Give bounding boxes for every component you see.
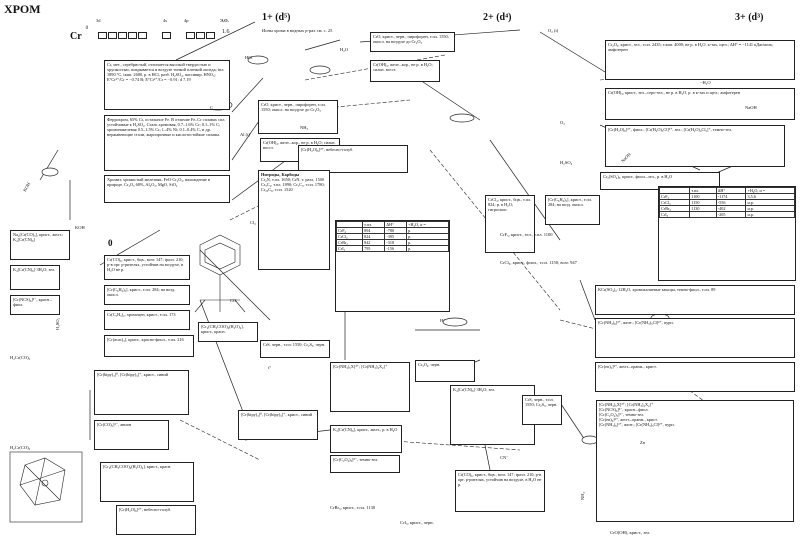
page-title: ХРОМ	[4, 2, 41, 16]
label-crbr3: CrBr₃, крист., т.пл. 1130	[330, 505, 376, 510]
block-cr-acetate: [Cr₂(CH₃COO)₄(H₂O)₂], крист., красн.	[100, 462, 194, 502]
block-cr-nh3-series: [Cr(NH₃)₅X]²⁺; [Cr(NH₃)₄X₂]⁺ [Cr(NCS)₆]³…	[596, 400, 794, 522]
rotated-label-2: H₂SO₄	[55, 317, 60, 330]
arrow-label-12: H₂SO₄	[560, 160, 573, 165]
block-crcl2: CrCl₂, крист., бцв., т.пл. 824; р. в H₂O…	[485, 195, 535, 253]
block-carbonyl: Cr(CO)₆, крист., бцв., возг. 147; tразл.…	[104, 255, 190, 280]
electronegativity-label: Э.О.	[220, 18, 229, 23]
arrow-label-10: C	[210, 105, 214, 110]
rotated-label-3: NH₃	[580, 491, 585, 500]
block-cr-bipy-2: [Cr(bipy)₃]⁰, [Cr(bipy)₃]⁺, крист., сини…	[238, 410, 318, 440]
element-superscript: 0	[85, 26, 89, 31]
block-halides: Нитриды, Карбиды Cr₂N, т.пл. 1650; CrN, …	[258, 170, 330, 270]
cr-nh3-x-text: [Cr(NH₃)₅X]²⁺; [Cr(NH₃)₄X₂]⁺	[599, 402, 654, 407]
arrow-label-1: O₂ (t)	[548, 28, 559, 33]
oxidation-header-3: 3+ (d³)	[735, 12, 764, 23]
block-cr-scn: [Cr(NCS)₆]³⁻, красн.–фиол.	[10, 295, 60, 315]
block-cr-ox: [Cr(C₂O₄)₃]³⁻, темно-зел.	[330, 455, 400, 473]
molecule-sketch	[194, 234, 246, 313]
block-cr-acac: [Cr(acac)₃], крист., красно-фиол., т.пл.…	[104, 335, 194, 357]
arrow-label-11: NaOH	[745, 105, 757, 110]
arrow-label-9: Al (t)	[240, 132, 250, 137]
block-cro-small: CrO, крист., черн., пирофорен, т.пл. 155…	[370, 32, 455, 52]
carbides-text: Cr₃C₂, т.пл. 1890; Cr₇C₃, т.пл. 1780; Cr…	[261, 182, 325, 193]
arrow-label-3: HCl	[245, 55, 253, 60]
electron-config: Cr 0	[70, 26, 216, 42]
label-4s: 4s	[163, 18, 168, 23]
block-cr-co6: Cr(CO)₆, крист., бцв., возг. 147; tразл.…	[455, 470, 545, 512]
block-cr-benzene: [Cr(C₆H₆)₂], крист., т.пл. 284; на возд.…	[104, 285, 190, 305]
arrow-label-4: NH₃	[300, 125, 309, 130]
block-k4-cr-cn6: K₄[Cr(CN)₆]·3H₂O, зел.	[10, 265, 60, 290]
block-croh2-small: Cr(OH)₂, желт.–кор., не р. в H₂O; сильн.…	[370, 60, 440, 82]
block-metal: Cr, мет., серебристый, отличается высоко…	[104, 60, 230, 110]
arrow-label-7: KOH	[75, 225, 85, 230]
arrow-label-16: Cl₂	[250, 220, 256, 225]
cr-en3-text: [Cr(en)₃]³⁺, желт.–оранж., крист.	[599, 417, 658, 423]
label-3d: 3d	[96, 18, 101, 23]
label-cri3: CrI₃, крист., черн.	[400, 520, 434, 525]
label-cro-oh: CrO(OH), крист., зел.	[610, 530, 651, 535]
block-cr-nh3: [Cr(NH₃)₆]³⁺, желт.; [Cr(NH₃)₅Cl]²⁺, пур…	[595, 318, 795, 358]
halides-title: Нитриды, Карбиды	[261, 172, 300, 177]
block-cr-co5: [Cr(CO)₅]²⁻, анион	[94, 420, 169, 450]
arrow-label-13: CN⁻	[500, 455, 509, 460]
block-cro: CrO, крист., черн., пирофорен, т.пл. 155…	[258, 100, 338, 134]
nitrides-text: Cr₂N, т.пл. 1650; CrN, т. разл. 1500	[261, 177, 325, 183]
oxidation-header-1: 1+ (d⁵)	[262, 12, 291, 23]
block-chromite: Хромит, хромистый железняк, FeO·Cr₂O₃, н…	[104, 175, 230, 203]
cr-nh3-text: [Cr(NH₃)₆]³⁺, желт.; [Cr(NH₃)₅Cl]²⁺, пур…	[599, 422, 675, 428]
block-cr-aq-ii: [Cr(H₂O)₆]²⁺, небесно-голуб.	[298, 145, 408, 173]
orbital-boxes	[98, 26, 216, 44]
block-crs: CrS, черн., т.пл. 1550; Cr₂S₃, черн.	[260, 340, 330, 358]
zero-state-label: 0	[108, 238, 113, 248]
cr-ox-text: [Cr(C₂O₄)₃]³⁻, темно-зел.	[599, 412, 645, 418]
electronegativity-value: 1.6	[222, 29, 230, 35]
label-crf3: CrF₃, крист., зел., т.пл. 1100	[500, 232, 553, 237]
block-cr-ac-small: [Cr₂(CH₃COO)₄(H₂O)₂], крист., красн.	[198, 322, 258, 342]
block-k4cr: K₄[Cr(CN)₆]·3H₂O, зел.	[450, 385, 535, 445]
arrow-label-5: O₂	[560, 120, 565, 125]
element-symbol: Cr	[70, 31, 82, 42]
label-crcl3: CrCl₃, крист., фиол., т.пл. 1150; возг. …	[500, 260, 577, 265]
block-cr-nh3-x: [Cr(NH₃)₅X]²⁺; [Cr(NH₃)₄X₂]⁺	[330, 362, 410, 412]
arrow-label-6: −H₂O	[700, 80, 711, 85]
label-4p: 4p	[184, 18, 189, 23]
block-cr-h2o6: [Cr(H₂O)₆]³⁺, фиол.; [Cr(H₂O)₅Cl]²⁺, зел…	[605, 125, 785, 167]
block-cr2o3: Cr₂O₃, крист., зел., т.пл. 2435; т.кип. …	[605, 40, 795, 80]
block-k3-cr-cn6: K₃[Cr(CN)₆], крист., желт., р. в H₂O	[330, 425, 402, 453]
oxidation-header-2: 2+ (d⁴)	[483, 12, 512, 23]
arrow-label-15: t°	[268, 365, 272, 370]
arrow-label-8: CO	[230, 298, 237, 303]
block-cr-bipy: [Cr(bipy)₃]⁰, [Cr(bipy)₃]⁺, крист., сини…	[94, 370, 189, 415]
cluster-sketch	[9, 451, 83, 523]
block-cr-en3: [Cr(en)₃]³⁺, желт.–оранж., крист.	[595, 362, 795, 392]
arrow-label-14: H⁺	[440, 318, 446, 323]
block-croh3: Cr(OH)₃, крист., зел.–серо-зел., не р. в…	[605, 88, 795, 120]
label-k-cr-co: H₂Cr(CO)₅	[10, 355, 31, 360]
arrow-label-2: H₂O	[340, 47, 349, 52]
block-ferrochrome: Феррохром, 65% Cr, остальное Fe. В отлич…	[104, 115, 230, 171]
block-cr-aq-low: [Cr(H₂O)₆]²⁺, небесно-голуб.	[116, 505, 196, 535]
block-kcr-so4: KCr(SO₄)₂·12H₂O, хромокалиевые квасцы, т…	[595, 285, 795, 315]
header-note: Ионы хрома в водных р-рах см. с. 25	[262, 28, 333, 33]
block-cr-c6h6-2: [Cr(C₆H₆)₂], крист., т.пл. 284; на возд.…	[545, 195, 600, 225]
block-cr-cyclopentadienyl: Cr(C₅H₅)₂, хромоцен, крист., т.пл. 173	[104, 310, 190, 330]
block-na-cr: Na₂[Cr(CO)₅], крист., желт.; K₄[Cr(CN)₆]	[10, 230, 70, 260]
arrow-label-17: Zn	[640, 440, 645, 445]
block-crs-2: CrS, черн., т.пл. 1550; Cr₂S₃, черн.	[522, 395, 562, 425]
cr-scn-text: [Cr(NCS)₆]³⁻, красн.–фиол.	[599, 407, 649, 413]
label-h2-cr-co: H₂Cr(CO)₅	[10, 445, 31, 450]
block-cr3o4: Cr₃O₄, черн.	[415, 360, 475, 382]
